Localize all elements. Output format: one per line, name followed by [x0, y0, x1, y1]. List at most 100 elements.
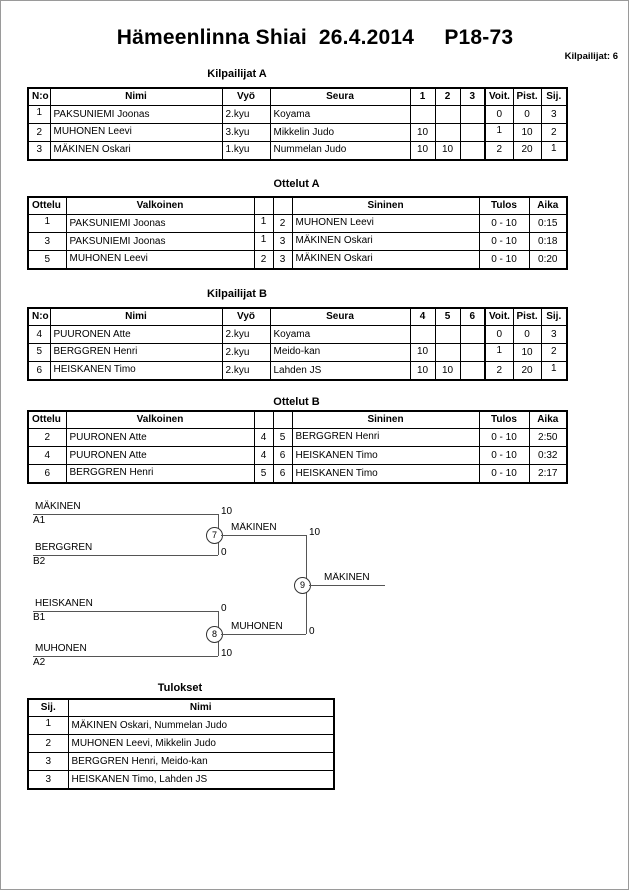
cell-m2: [434, 105, 461, 124]
cell-blue: HEISKANEN Timo: [291, 446, 480, 465]
col-belt: Vyö: [221, 307, 271, 326]
col-blue: Sininen: [291, 196, 480, 215]
table-row: 6 BERGGREN Henri 5 6 HEISKANEN Timo 0 - …: [27, 464, 568, 484]
cell-match: 3: [27, 232, 67, 251]
cell-m3: [459, 105, 486, 124]
cell-wins: 0: [484, 325, 514, 344]
pool-b-caption: Kilpailijat B: [207, 288, 267, 300]
cell-m1: [409, 105, 436, 124]
cell-result: 0 - 10: [478, 250, 530, 270]
cell-m6: [459, 343, 486, 362]
cell-name: MUHONEN Leevi: [49, 123, 223, 142]
table-row: 3 MÄKINEN Oskari 1.kyu Nummelan Judo 10 …: [27, 141, 568, 161]
table-row: 3 BERGGREN Henri, Meido-kan: [27, 752, 335, 771]
cell-blue-no: 2: [272, 214, 293, 233]
cell-result: 0 - 10: [478, 214, 530, 233]
bracket-entrant-name: BERGGREN: [35, 542, 93, 553]
cell-name: PUURONEN Atte: [49, 325, 223, 344]
cell-white: PAKSUNIEMI Joonas: [65, 232, 255, 251]
col-club: Seura: [269, 307, 411, 326]
table-row: 5 BERGGREN Henri 2.kyu Meido-kan 10 1 10…: [27, 343, 568, 362]
cell-white-no: 1: [253, 232, 274, 251]
cell-white-no: 5: [253, 464, 274, 484]
cell-no: 1: [27, 105, 51, 124]
cell-result: 0 - 10: [478, 464, 530, 484]
cell-m4: 10: [409, 343, 436, 362]
cell-wins: 0: [484, 105, 514, 124]
col-name: Nimi: [49, 87, 223, 106]
bracket-line-entrant-2: [33, 555, 218, 556]
cell-belt: 2.kyu: [221, 361, 271, 381]
cell-time: 0:15: [528, 214, 568, 233]
cell-result: 0 - 10: [478, 232, 530, 251]
cell-m6: [459, 325, 486, 344]
bracket-entrant-name: MÄKINEN: [35, 501, 81, 512]
cell-points: 10: [512, 343, 542, 362]
cell-belt: 2.kyu: [221, 343, 271, 362]
table-row: 3 PAKSUNIEMI Joonas 1 3 MÄKINEN Oskari 0…: [27, 232, 568, 251]
matches-b-table: Ottelu Valkoinen Sininen Tulos Aika 2 PU…: [27, 410, 568, 484]
cell-m2: 10: [434, 141, 461, 161]
cell-match: 4: [27, 446, 67, 465]
bracket-winner-final: MÄKINEN: [324, 572, 370, 583]
cell-blue: MÄKINEN Oskari: [291, 232, 480, 251]
cell-blue-no: 3: [272, 232, 293, 251]
bracket-score-top: 10: [309, 527, 321, 538]
col-club: Seura: [269, 87, 411, 106]
cell-name: MÄKINEN Oskari, Nummelan Judo: [67, 716, 335, 735]
cell-belt: 1.kyu: [221, 141, 271, 161]
cell-match: 5: [27, 250, 67, 270]
bracket-line-semi-bottom-out: [221, 634, 306, 635]
col-no: N:o: [27, 87, 51, 106]
cell-time: 0:20: [528, 250, 568, 270]
cell-points: 10: [512, 123, 542, 142]
competitor-count: Kilpailijat: 6: [564, 51, 618, 62]
col-m2: 2: [434, 87, 461, 106]
bracket-winner-semi-bottom: MUHONEN: [231, 621, 283, 632]
cell-white: PAKSUNIEMI Joonas: [65, 214, 255, 233]
col-match: Ottelu: [27, 410, 67, 429]
cell-rank: 1: [27, 716, 69, 735]
table-header-row: Ottelu Valkoinen Sininen Tulos Aika: [27, 410, 568, 429]
col-blue: Sininen: [291, 410, 480, 429]
cell-no: 2: [27, 123, 51, 142]
cell-blue-no: 6: [272, 464, 293, 484]
bracket-line-semi-top-out: [221, 535, 306, 536]
matches-b-caption: Ottelut B: [273, 396, 320, 408]
bracket-entrant-seed: A2: [33, 658, 46, 667]
col-rank: Sij.: [540, 307, 568, 326]
cell-club: Mikkelin Judo: [269, 123, 411, 142]
cell-name: MUHONEN Leevi, Mikkelin Judo: [67, 734, 335, 753]
bracket-score-bottom: 0: [309, 626, 315, 637]
cell-m3: [459, 141, 486, 161]
cell-white: BERGGREN Henri: [65, 464, 255, 484]
cell-white-no: 2: [253, 250, 274, 270]
cell-name: HEISKANEN Timo, Lahden JS: [67, 770, 335, 790]
cell-blue-no: 3: [272, 250, 293, 270]
table-row: 2 PUURONEN Atte 4 5 BERGGREN Henri 0 - 1…: [27, 428, 568, 447]
page-title: Hämeenlinna Shiai 26.4.2014 P18-73: [116, 26, 514, 49]
cell-match: 6: [27, 464, 67, 484]
col-white: Valkoinen: [65, 410, 255, 429]
bracket-score-top: 0: [221, 603, 227, 614]
cell-wins: 1: [484, 123, 514, 142]
bracket-entrant-seed: B1: [33, 613, 46, 622]
bracket-winner-semi-top: MÄKINEN: [231, 522, 277, 533]
cell-m4: [409, 325, 436, 344]
matches-a-caption: Ottelut A: [273, 178, 320, 190]
cell-club: Meido-kan: [269, 343, 411, 362]
col-rank: Sij.: [27, 698, 69, 717]
cell-m1: 10: [409, 123, 436, 142]
cell-club: Lahden JS: [269, 361, 411, 381]
cell-name: BERGGREN Henri: [49, 343, 223, 362]
table-header-row: Ottelu Valkoinen Sininen Tulos Aika: [27, 196, 568, 215]
table-row: 1 MÄKINEN Oskari, Nummelan Judo: [27, 716, 335, 735]
cell-m1: 10: [409, 141, 436, 161]
table-row: 3 HEISKANEN Timo, Lahden JS: [27, 770, 335, 790]
cell-blue-no: 6: [272, 446, 293, 465]
col-blue-no: [272, 410, 293, 429]
bracket-line-entrant-4: [33, 656, 218, 657]
col-result: Tulos: [478, 410, 530, 429]
cell-points: 20: [512, 361, 542, 381]
cell-m2: [434, 123, 461, 142]
